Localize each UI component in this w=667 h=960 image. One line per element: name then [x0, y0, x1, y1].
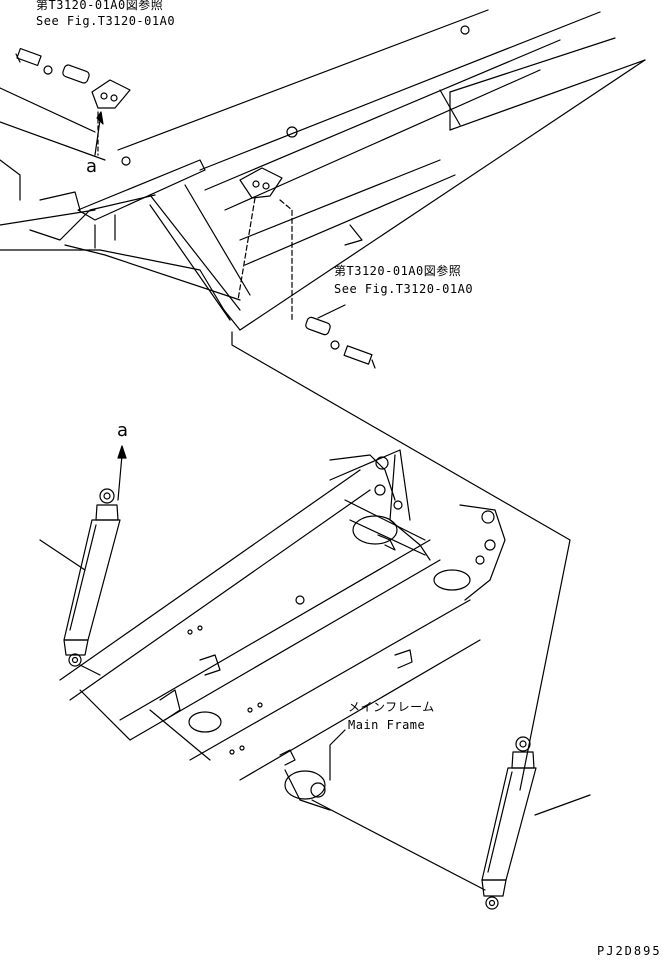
callout-a-top: a	[86, 156, 98, 177]
pin-bolt-set-top	[15, 47, 131, 156]
ref-mid-jp: 第T3120-01A0図参照	[334, 264, 462, 278]
drawing-code: PJ2D895	[597, 944, 662, 958]
callout-a-mid: a	[117, 420, 129, 441]
arrow-a-top	[94, 119, 101, 156]
arrow-a-mid	[117, 454, 123, 501]
upper-boom-frame	[0, 9, 646, 331]
main-frame-leader	[329, 729, 346, 781]
left-lift-cylinder	[39, 488, 121, 676]
arrow-a-top-head	[96, 111, 104, 125]
ref-top-jp: 第T3120-01A0図参照	[36, 0, 164, 12]
ref-leader-mid	[317, 304, 346, 319]
main-frame-en: Main Frame	[348, 718, 426, 732]
ref-top-en: See Fig.T3120-01A0	[36, 14, 176, 28]
pin-bolt-set-mid	[237, 167, 376, 369]
main-frame	[59, 449, 506, 811]
ref-mid-en: See Fig.T3120-01A0	[334, 282, 474, 296]
connection-line-right	[231, 331, 571, 791]
main-frame-jp: メインフレーム	[348, 700, 435, 714]
right-lift-cylinder	[311, 736, 591, 910]
arrow-a-mid-head	[117, 445, 127, 459]
